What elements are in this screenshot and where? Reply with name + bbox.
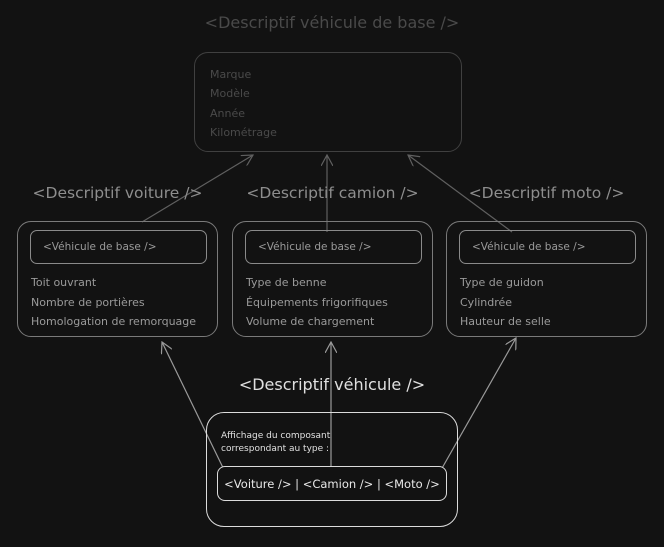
field: Kilométrage	[210, 125, 277, 139]
base-vehicle-slot: <Véhicule de base />	[30, 230, 207, 264]
base-vehicle-label: <Véhicule de base />	[258, 241, 372, 253]
arrow-vehicle-to-moto	[436, 338, 516, 478]
field: Type de guidon	[460, 276, 544, 289]
field: Cylindrée	[460, 295, 513, 309]
field: Type de benne	[246, 276, 327, 289]
vehicle-title: <Descriptif véhicule />	[238, 375, 426, 394]
field: Marque	[210, 68, 252, 81]
voiture-title: <Descriptif voiture />	[32, 184, 203, 202]
vehicle-description: Affichage du composant correspondant au …	[221, 430, 330, 456]
arrow-vehicle-to-voiture	[162, 342, 229, 479]
camion-title: <Descriptif camion />	[246, 184, 419, 202]
type-switch-box: <Voiture /> | <Camion /> | <Moto />	[217, 466, 447, 501]
description-line: Affichage du composant	[221, 431, 331, 441]
field: Nombre de portières	[31, 295, 145, 309]
field: Homologation de remorquage	[31, 315, 197, 328]
arrow-moto-to-base	[408, 155, 513, 233]
field: Toit ouvrant	[31, 276, 97, 289]
arrow-voiture-to-base	[141, 155, 253, 223]
vehicle-component-box: Affichage du composant correspondant au …	[206, 412, 458, 527]
field: Hauteur de selle	[460, 315, 551, 328]
base-vehicle-label: <Véhicule de base />	[43, 241, 157, 253]
type-switch-label: <Voiture /> | <Camion /> | <Moto />	[224, 477, 440, 491]
base-vehicle-label: <Véhicule de base />	[472, 241, 586, 253]
moto-title: <Descriptif moto />	[468, 184, 625, 202]
base-vehicle-slot: <Véhicule de base />	[459, 230, 636, 264]
base-fields: Marque Modèle Année Kilométrage	[210, 65, 277, 142]
base-vehicle-slot: <Véhicule de base />	[245, 230, 422, 264]
field: Volume de chargement	[246, 315, 375, 328]
field: Année	[210, 106, 246, 120]
base-title: <Descriptif véhicule de base />	[204, 13, 460, 32]
base-component-box: Marque Modèle Année Kilométrage	[194, 52, 462, 152]
description-line: correspondant au type :	[221, 444, 330, 454]
field: Équipements frigorifiques	[246, 295, 388, 309]
field: Modèle	[210, 87, 250, 101]
